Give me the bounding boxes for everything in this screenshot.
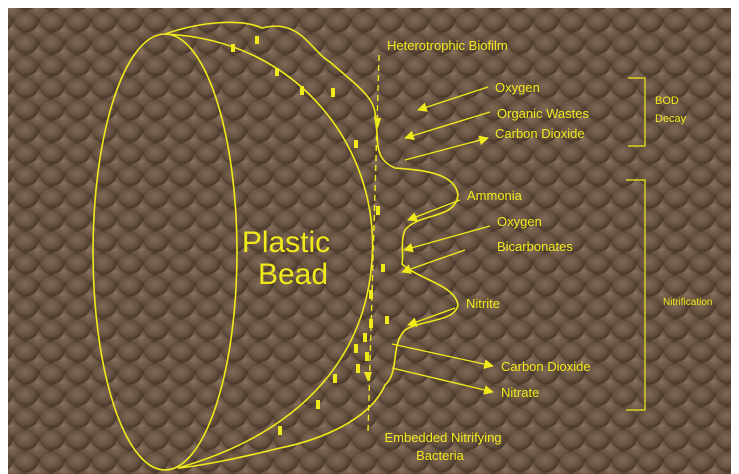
top-white-border: [0, 0, 739, 8]
bacteria-cell: [363, 333, 367, 342]
bacteria-cell: [278, 426, 282, 435]
right-white-border: [731, 0, 739, 474]
bead-label-line1: Plastic: [242, 226, 330, 259]
bacteria-cell: [331, 88, 335, 97]
bacteria-cell: [369, 319, 373, 328]
bacteria-cell: [369, 290, 373, 299]
left-white-border: [0, 0, 8, 474]
bacteria-cell: [376, 206, 380, 215]
group-label-bod: BOD: [655, 95, 679, 107]
substance-label-bicarbonates: Bicarbonates: [497, 239, 573, 254]
group-label-nitrification: Nitrification: [663, 297, 712, 308]
bead-label-line2: Bead: [258, 258, 328, 291]
substance-label-carbon-dioxide-1: Carbon Dioxide: [495, 126, 585, 141]
substance-label-oxygen-1: Oxygen: [495, 80, 540, 95]
substance-label-nitrite: Nitrite: [466, 296, 500, 311]
bacteria-cell: [333, 374, 337, 383]
group-label-decay: Decay: [655, 113, 687, 125]
embedded-label-line2: Bacteria: [416, 448, 464, 463]
substance-label-ammonia: Ammonia: [467, 188, 523, 203]
background-shade: [8, 8, 731, 474]
biofilm-label: Heterotrophic Biofilm: [387, 38, 508, 53]
substance-label-oxygen-2: Oxygen: [497, 214, 542, 229]
bacteria-cell: [255, 36, 259, 44]
bacteria-cell: [356, 364, 360, 373]
substance-label-nitrate: Nitrate: [501, 385, 539, 400]
bacteria-cell: [354, 344, 358, 353]
bacteria-cell: [385, 316, 389, 324]
embedded-label-line1: Embedded Nitrifying: [384, 430, 501, 445]
substance-label-carbon-dioxide-2: Carbon Dioxide: [501, 359, 591, 374]
bacteria-cell: [365, 352, 369, 361]
substance-label-organic-wastes: Organic Wastes: [497, 106, 589, 121]
bacteria-cell: [275, 68, 279, 76]
bacteria-cell: [231, 44, 235, 52]
bacteria-cell: [354, 140, 358, 148]
bacteria-cell: [316, 400, 320, 409]
bacteria-cell: [300, 86, 304, 95]
bacteria-cell: [381, 264, 385, 272]
